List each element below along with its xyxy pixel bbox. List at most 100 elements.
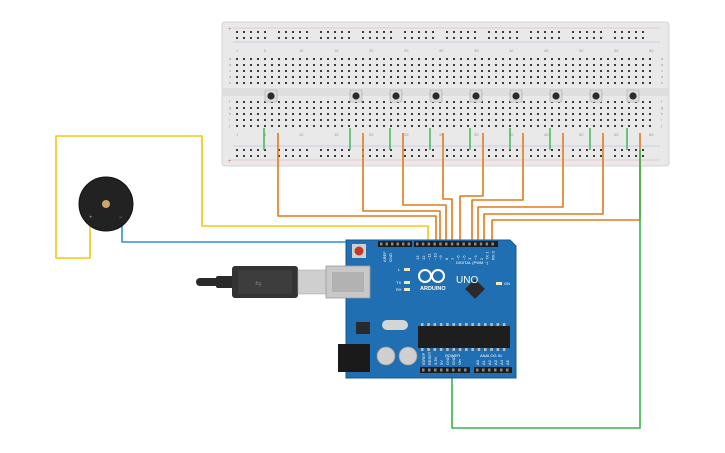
rail-hole xyxy=(474,37,476,39)
wire-orange-8[interactable] xyxy=(483,133,604,243)
breadboard-hole xyxy=(320,76,322,78)
rail-hole xyxy=(628,149,630,151)
breadboard-hole xyxy=(411,101,413,103)
breadboard-hole xyxy=(474,76,476,78)
wire-green-gnd[interactable] xyxy=(451,150,641,429)
breadboard-hole xyxy=(481,119,483,121)
breadboard-hole xyxy=(299,119,301,121)
breadboard-hole xyxy=(306,107,308,109)
breadboard-hole xyxy=(495,82,497,84)
push-button[interactable] xyxy=(589,89,603,103)
breadboard-hole xyxy=(481,82,483,84)
breadboard-hole xyxy=(243,101,245,103)
pin-label: ~11 xyxy=(427,253,432,260)
breadboard-hole xyxy=(446,64,448,66)
column-number: 20 xyxy=(369,132,374,137)
wire-orange-6[interactable] xyxy=(471,133,524,243)
rail-hole xyxy=(250,31,252,33)
rail-hole xyxy=(418,155,420,157)
chip-pin xyxy=(458,323,462,326)
breadboard-hole xyxy=(285,107,287,109)
breadboard-hole xyxy=(481,70,483,72)
breadboard-hole xyxy=(250,125,252,127)
push-button[interactable] xyxy=(264,89,278,103)
breadboard-hole xyxy=(348,107,350,109)
breadboard-hole xyxy=(390,125,392,127)
rail-hole xyxy=(327,155,329,157)
led-l xyxy=(404,268,410,271)
wire-orange-3[interactable] xyxy=(402,133,447,243)
push-button[interactable] xyxy=(626,89,640,103)
breadboard-hole xyxy=(516,107,518,109)
breadboard[interactable]: + + 115510101515202025253030353540404545… xyxy=(221,21,670,167)
breadboard-hole xyxy=(551,113,553,115)
breadboard-hole xyxy=(628,113,630,115)
breadboard-hole xyxy=(642,107,644,109)
rail-hole xyxy=(285,155,287,157)
wire-orange-2[interactable] xyxy=(362,133,441,243)
breadboard-hole xyxy=(502,82,504,84)
breadboard-hole xyxy=(418,113,420,115)
breadboard-hole xyxy=(586,58,588,60)
breadboard-hole xyxy=(376,101,378,103)
push-button[interactable] xyxy=(389,89,403,103)
rail-hole xyxy=(600,149,602,151)
breadboard-hole xyxy=(572,76,574,78)
breadboard-hole xyxy=(341,107,343,109)
wire-orange-5[interactable] xyxy=(459,133,484,243)
header-hole xyxy=(468,242,471,246)
push-button[interactable] xyxy=(549,89,563,103)
breadboard-hole xyxy=(278,119,280,121)
breadboard-hole xyxy=(600,113,602,115)
row-letter: a xyxy=(661,56,664,61)
usb-cable[interactable]: ⇆ xyxy=(196,266,327,298)
digital-header-label: DIGITAL (PWM ~) xyxy=(456,260,489,265)
breadboard-hole xyxy=(250,107,252,109)
piezo-buzzer[interactable]: + − xyxy=(78,176,134,232)
breadboard-hole xyxy=(502,113,504,115)
breadboard-hole xyxy=(530,113,532,115)
reset-button[interactable] xyxy=(354,246,364,256)
rail-hole xyxy=(376,37,378,39)
rail-hole xyxy=(320,149,322,151)
breadboard-hole xyxy=(369,76,371,78)
breadboard-hole xyxy=(404,58,406,60)
rail-hole xyxy=(488,37,490,39)
breadboard-hole xyxy=(635,58,637,60)
wire-yellow-buzzer[interactable] xyxy=(55,135,429,259)
chip-pin xyxy=(433,323,437,326)
push-button[interactable] xyxy=(429,89,443,103)
breadboard-hole xyxy=(418,119,420,121)
rail-hole xyxy=(264,31,266,33)
rail-hole xyxy=(635,31,637,33)
breadboard-hole xyxy=(537,107,539,109)
breadboard-hole xyxy=(642,113,644,115)
breadboard-hole xyxy=(299,125,301,127)
breadboard-hole xyxy=(243,82,245,84)
breadboard-hole xyxy=(453,58,455,60)
push-button[interactable] xyxy=(509,89,523,103)
wire-orange-7[interactable] xyxy=(477,133,564,243)
usb-connector-metal xyxy=(297,269,327,295)
rail-hole xyxy=(579,31,581,33)
breadboard-hole xyxy=(292,58,294,60)
rail-hole xyxy=(411,155,413,157)
push-button[interactable] xyxy=(469,89,483,103)
arduino-uno-board[interactable]: L TX RX ON ARDUINO UNO DIGITAL (PWM ~) P… xyxy=(325,239,517,379)
breadboard-hole xyxy=(425,119,427,121)
breadboard-hole xyxy=(551,58,553,60)
breadboard-hole xyxy=(439,82,441,84)
breadboard-hole xyxy=(593,125,595,127)
column-number: 20 xyxy=(369,48,374,53)
row-letter: i xyxy=(229,117,230,122)
header-hole xyxy=(494,368,497,372)
wire-orange-4[interactable] xyxy=(442,133,453,243)
wire-orange-1[interactable] xyxy=(277,133,437,243)
pin-label: ~6 xyxy=(456,255,461,260)
push-button[interactable] xyxy=(349,89,363,103)
breadboard-hole xyxy=(327,101,329,103)
breadboard-hole xyxy=(383,64,385,66)
breadboard-hole xyxy=(278,76,280,78)
breadboard-hole xyxy=(411,58,413,60)
